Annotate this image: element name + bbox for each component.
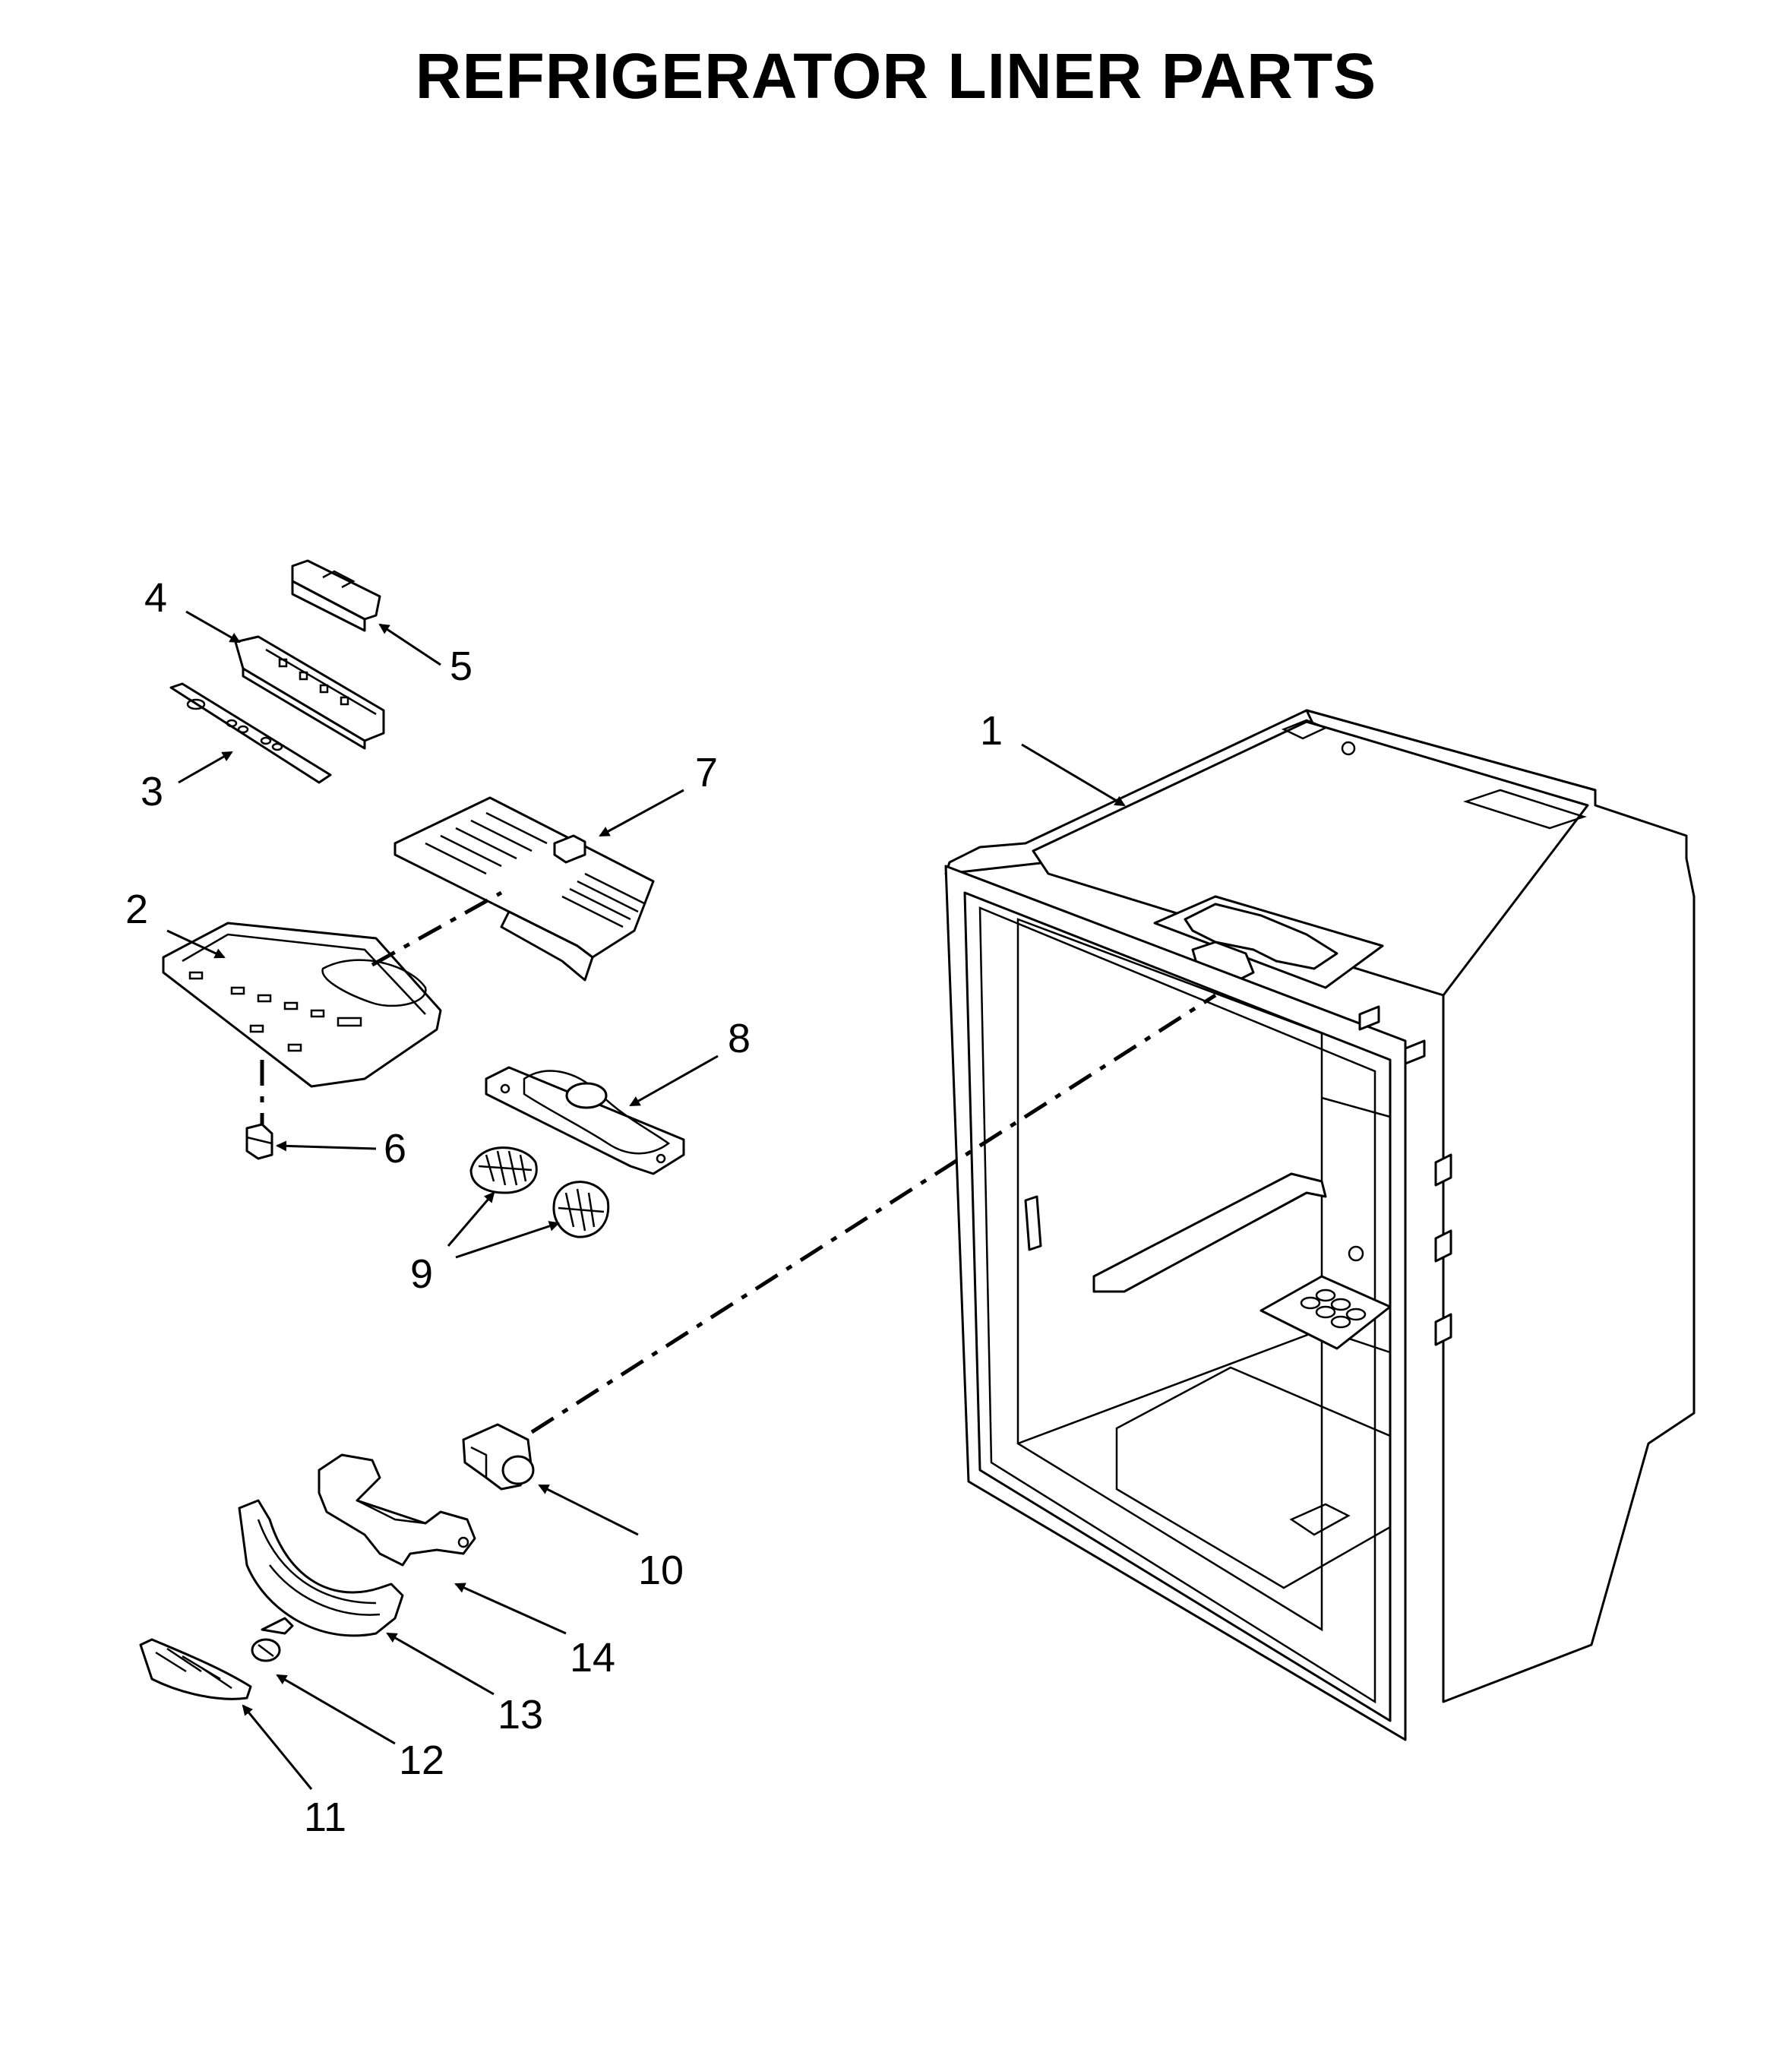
callout-11: 11 bbox=[304, 1794, 346, 1840]
liner-part-1[interactable] bbox=[944, 709, 1696, 1741]
callout-6: 6 bbox=[384, 1126, 406, 1172]
callout-5: 5 bbox=[450, 643, 472, 689]
callout-9: 9 bbox=[410, 1251, 433, 1297]
switch-part-6[interactable] bbox=[245, 1123, 273, 1160]
callout-2: 2 bbox=[125, 887, 148, 932]
callout-13: 13 bbox=[498, 1692, 543, 1738]
bracket-part-5[interactable] bbox=[291, 559, 381, 632]
control-housing-part-4[interactable] bbox=[234, 635, 385, 750]
air-diffuser-part-7[interactable] bbox=[393, 796, 655, 982]
leader-lines bbox=[166, 610, 1126, 1790]
light-socket-part-9a[interactable] bbox=[469, 1146, 538, 1194]
trim-cap-part-11[interactable] bbox=[139, 1638, 252, 1700]
callout-4: 4 bbox=[144, 575, 167, 621]
handle-bracket-part-14[interactable] bbox=[318, 1453, 476, 1567]
callout-14: 14 bbox=[570, 1635, 615, 1681]
callout-12: 12 bbox=[399, 1738, 444, 1783]
control-overlay-part-3[interactable] bbox=[169, 682, 332, 784]
diagram-title: REFRIGERATOR LINER PARTS bbox=[415, 40, 1377, 112]
callout-10: 10 bbox=[638, 1548, 684, 1593]
light-housing-part-8[interactable] bbox=[485, 1066, 685, 1175]
light-socket-part-9b[interactable] bbox=[552, 1181, 610, 1238]
callout-7: 7 bbox=[695, 750, 718, 795]
callout-8: 8 bbox=[728, 1016, 751, 1061]
actuator-part-10[interactable] bbox=[462, 1423, 535, 1491]
screw-part-12[interactable] bbox=[251, 1617, 294, 1662]
callout-3: 3 bbox=[141, 769, 163, 814]
handle-part-13[interactable] bbox=[238, 1499, 404, 1637]
callout-1: 1 bbox=[980, 708, 1003, 754]
callout-labels: 1 2 3 4 5 6 7 8 9 10 11 12 13 14 bbox=[125, 575, 1003, 1840]
